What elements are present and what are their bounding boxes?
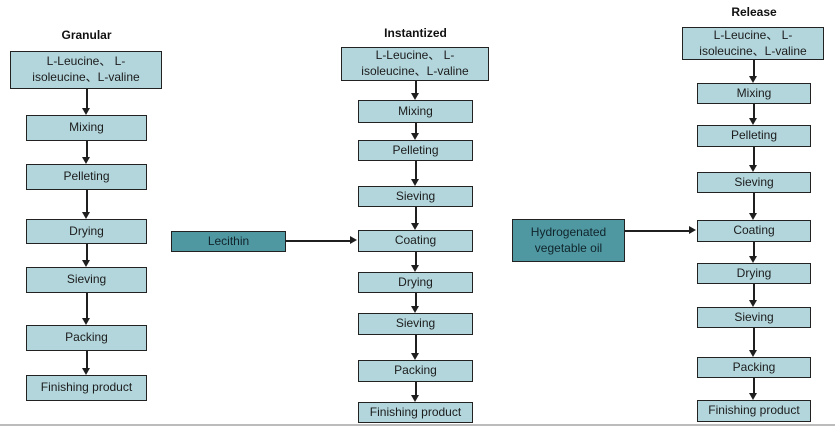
process-box-drying: Drying	[358, 272, 473, 293]
down-arrow-connector	[81, 190, 92, 219]
down-arrow-connector	[410, 293, 421, 313]
down-arrow-connector	[748, 328, 759, 357]
process-box-packing: Packing	[697, 357, 811, 378]
down-arrow-connector	[410, 207, 421, 230]
additive-box-hydrogenated-vegetable-oil: Hydrogenated vegetable oil	[512, 219, 625, 262]
process-box-pelleting: Pelleting	[26, 164, 147, 190]
down-arrow-connector	[410, 335, 421, 360]
flow-title-granular: Granular	[61, 28, 112, 42]
down-arrow-connector	[748, 242, 759, 263]
process-box-packing: Packing	[358, 360, 473, 382]
process-box-mixing: Mixing	[26, 115, 147, 141]
process-box-sieving: Sieving	[697, 307, 811, 328]
down-arrow-connector	[410, 81, 421, 100]
process-box-finishing-product: Finishing product	[358, 402, 473, 423]
down-arrow-connector	[81, 141, 92, 164]
process-box-coating: Coating	[697, 220, 811, 242]
down-arrow-connector	[410, 382, 421, 402]
down-arrow-connector	[748, 104, 759, 125]
additive-box-lecithin: Lecithin	[171, 231, 286, 252]
down-arrow-connector	[81, 293, 92, 325]
process-box-drying: Drying	[697, 263, 811, 284]
down-arrow-connector	[81, 351, 92, 375]
down-arrow-connector	[748, 378, 759, 400]
page-bottom-divider	[0, 424, 835, 426]
process-box-coating: Coating	[358, 230, 473, 252]
ingredients-box: L-Leucine、 L-isoleucine、L-valine	[341, 47, 489, 81]
process-box-sieving: Sieving	[358, 186, 473, 207]
down-arrow-connector	[748, 147, 759, 172]
process-box-sieving: Sieving	[697, 172, 811, 193]
process-box-mixing: Mixing	[358, 100, 473, 123]
process-box-sieving: Sieving	[26, 267, 147, 293]
process-box-finishing-product: Finishing product	[697, 400, 811, 422]
down-arrow-connector	[81, 244, 92, 267]
process-box-sieving: Sieving	[358, 313, 473, 335]
process-box-pelleting: Pelleting	[697, 125, 811, 147]
down-arrow-connector	[410, 161, 421, 186]
ingredients-box: L-Leucine、 L-isoleucine、L-valine	[10, 51, 162, 89]
flow-title-release: Release	[731, 5, 777, 19]
process-box-packing: Packing	[26, 325, 147, 351]
process-box-finishing-product: Finishing product	[26, 375, 147, 401]
ingredients-box: L-Leucine、 L-isoleucine、L-valine	[682, 27, 824, 60]
right-arrow-connector	[286, 235, 357, 246]
process-box-drying: Drying	[26, 219, 147, 244]
down-arrow-connector	[410, 252, 421, 272]
down-arrow-connector	[748, 284, 759, 307]
process-box-pelleting: Pelleting	[358, 140, 473, 161]
process-box-mixing: Mixing	[697, 83, 811, 104]
down-arrow-connector	[81, 89, 92, 115]
right-arrow-connector	[625, 225, 696, 236]
down-arrow-connector	[748, 193, 759, 220]
down-arrow-connector	[410, 123, 421, 140]
down-arrow-connector	[748, 60, 759, 83]
flow-title-instantized: Instantized	[384, 26, 447, 40]
